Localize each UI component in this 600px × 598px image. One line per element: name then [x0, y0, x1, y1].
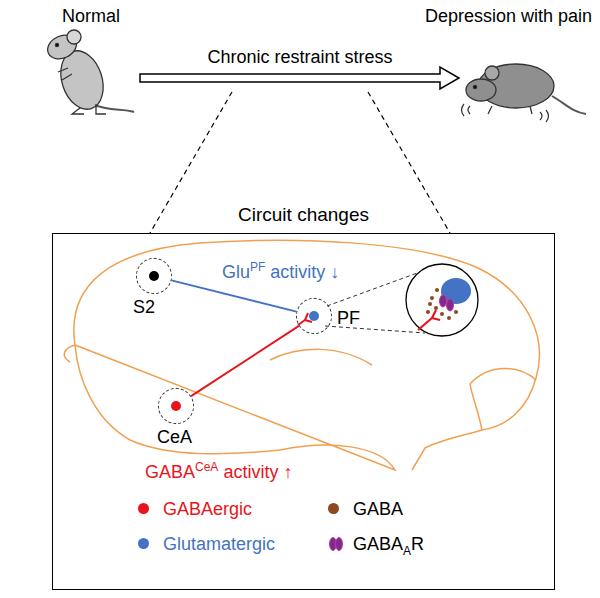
state-label: Depression with pain	[425, 6, 592, 27]
normal-mouse	[44, 30, 134, 115]
superscript: CeA	[195, 460, 218, 474]
transition-arrow	[140, 67, 459, 89]
label-text: activity ↑	[223, 462, 292, 482]
legend-swatch	[138, 503, 149, 514]
region-circle: PF	[296, 298, 332, 334]
neuron-dot	[309, 311, 319, 321]
label-text: activity ↓	[270, 262, 339, 282]
projection-line	[171, 280, 296, 311]
legend-item: Glutamatergic	[138, 534, 275, 555]
legend-text: GABAergic	[163, 499, 252, 519]
label-text: Chronic restraint stress	[207, 47, 392, 67]
legend-item: GABA	[328, 499, 403, 520]
synapse-inset	[406, 264, 478, 336]
legend-swatch	[138, 538, 149, 549]
superscript: PF	[250, 260, 265, 274]
depressed-mouse	[462, 64, 587, 122]
activity-label: GluPF activity ↓	[222, 262, 339, 283]
receptor-symbol	[328, 536, 344, 552]
state-label: Normal	[62, 6, 120, 27]
neuron-dot	[171, 401, 181, 411]
brain-outline	[64, 240, 539, 470]
region-label: PF	[337, 308, 360, 329]
projection-line	[191, 326, 299, 396]
legend-text: R	[411, 534, 424, 554]
legend-text: GABA	[353, 534, 403, 554]
region-label: CeA	[157, 427, 192, 448]
legend-item: GABAergic	[138, 499, 252, 520]
legend-item: GABAAR	[328, 534, 424, 555]
label-text: Normal	[62, 6, 120, 26]
neuron-dot	[149, 271, 159, 281]
panel-heading: Circuit changes	[53, 204, 554, 226]
region-circle: CeA	[158, 388, 194, 424]
legend-text: GABA	[353, 499, 403, 519]
subscript: A	[403, 544, 411, 558]
legend-text: Glutamatergic	[163, 534, 275, 554]
legend-swatch	[328, 503, 339, 514]
region-label: S2	[133, 297, 155, 318]
region-circle: S2	[136, 258, 172, 294]
activity-label: GABACeA activity ↑	[145, 462, 292, 483]
circuit-panel: Circuit changesS2PFCeA	[52, 233, 555, 590]
label-text: Glu	[222, 262, 250, 282]
arrow-label: Chronic restraint stress	[207, 47, 392, 68]
label-text: GABA	[145, 462, 195, 482]
label-text: Depression with pain	[425, 6, 592, 26]
